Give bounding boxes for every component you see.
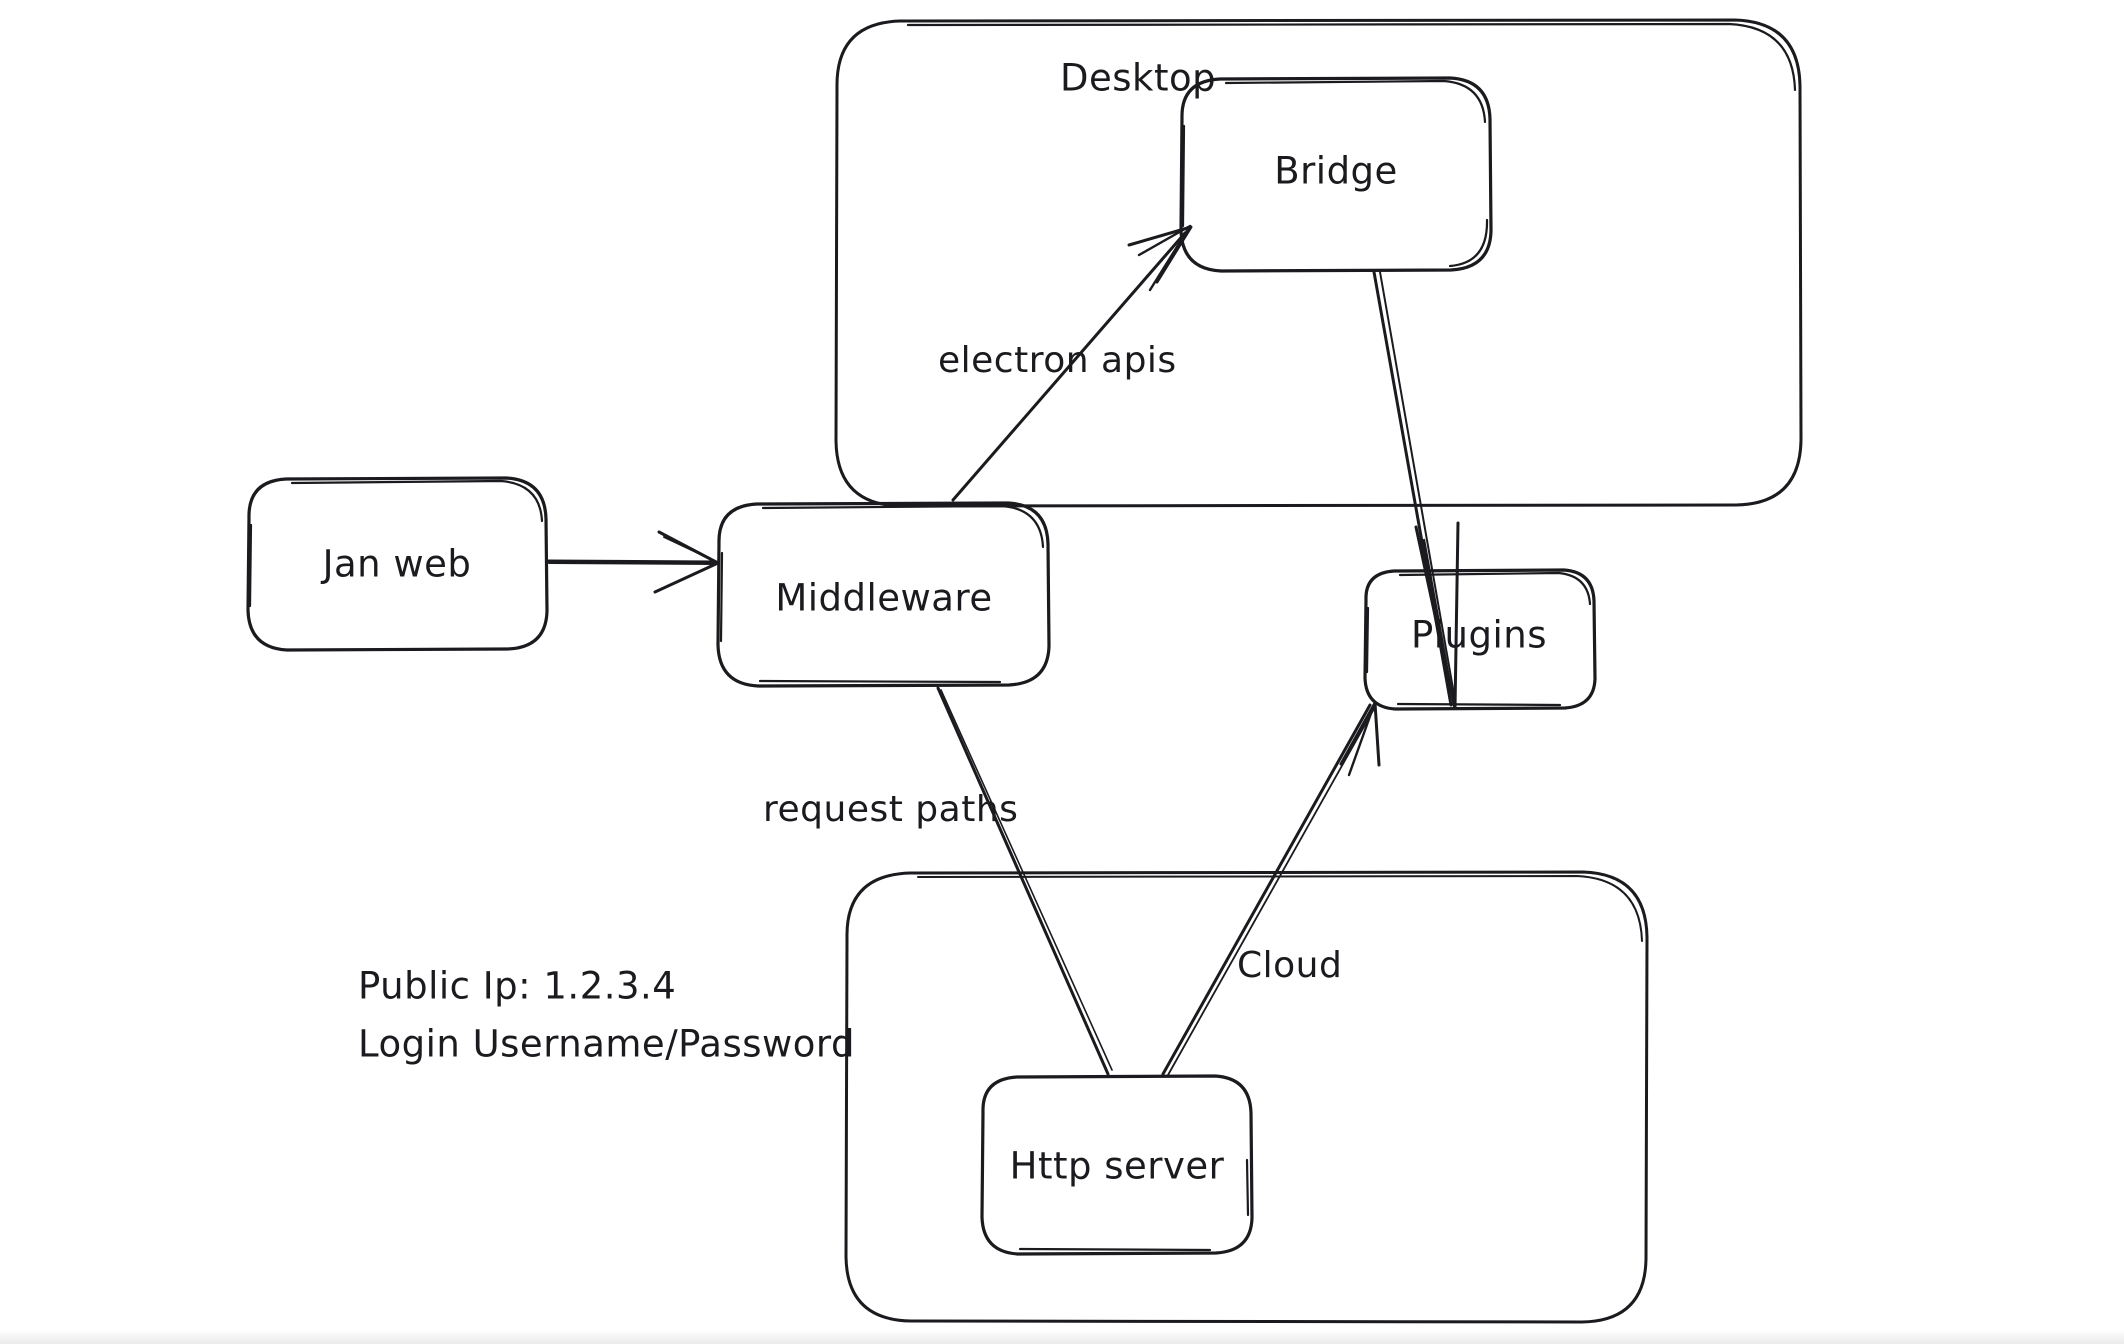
edge-arrowhead-sketch [1137,224,1192,292]
edge-arrowhead-sketch [1347,703,1376,777]
middleware-box-sketch [719,504,1045,684]
edge-label-electron-apis: electron apis [938,340,1177,381]
note-public-ip: Public Ip: 1.2.3.4 [358,965,676,1008]
node-middleware[interactable]: Middleware [716,501,1051,688]
cloud-group-border [844,870,1649,1324]
edge-arrowhead [653,530,720,594]
plugins-box-sketch [1365,571,1592,707]
edge-line [546,559,718,564]
canvas-bottom-edge [0,1330,2124,1344]
edge-line-sketch [1379,271,1456,701]
group-label-desktop: Desktop [1060,57,1216,100]
edge-arrowhead [1127,225,1193,284]
edge-http-server-to-plugins[interactable]: Cloud [1161,701,1381,1076]
edge-line [936,686,1110,1076]
edge-label-cloud: Cloud [1237,945,1342,986]
edge-bridge-to-plugins[interactable] [1372,270,1460,710]
http-server-box-sketch [1018,1158,1250,1252]
edge-middleware-to-http-server[interactable]: request paths [763,686,1113,1076]
node-plugins[interactable]: Plugins [1363,568,1597,711]
cloud-group-border-sketch [917,875,1643,942]
node-label-plugins: Plugins [1411,614,1547,657]
edge-middleware-to-bridge[interactable]: electron apis [938,224,1193,502]
jan-web-box [246,476,549,652]
edge-line-sketch [940,689,1113,1071]
edge-line [1161,703,1372,1076]
edge-label-request-paths: request paths [763,789,1018,830]
edge-arrowhead-sketch [1422,538,1456,708]
group-desktop[interactable]: Desktop [834,18,1803,508]
edge-arrowhead [1339,701,1381,767]
edge-arrowhead [1414,521,1460,710]
group-cloud[interactable] [844,870,1649,1324]
edge-line-sketch [1167,706,1376,1076]
edge-jan-web-to-middleware[interactable] [546,530,720,594]
desktop-group-border-sketch [906,22,1797,92]
node-http-server[interactable]: Http server [980,1074,1254,1256]
bridge-box-sketch [1181,79,1489,268]
edge-line-sketch [548,562,718,565]
node-label-middleware: Middleware [775,577,992,620]
annotation-notes: Public Ip: 1.2.3.4 Login Username/Passwo… [358,965,855,1066]
desktop-group-border [834,18,1803,508]
node-label-jan-web: Jan web [321,543,472,586]
node-jan-web[interactable]: Jan web [246,476,549,652]
jan-web-box-sketch [248,479,544,608]
node-label-bridge: Bridge [1274,150,1398,193]
edge-arrowhead-sketch [663,536,718,563]
plugins-box [1363,568,1597,711]
node-label-http-server: Http server [1010,1145,1225,1188]
edge-line [951,231,1187,502]
middleware-box [716,501,1051,688]
http-server-box [980,1074,1254,1256]
bridge-box [1179,76,1493,273]
note-login-credentials: Login Username/Password [358,1023,855,1066]
node-bridge[interactable]: Bridge [1179,76,1493,273]
